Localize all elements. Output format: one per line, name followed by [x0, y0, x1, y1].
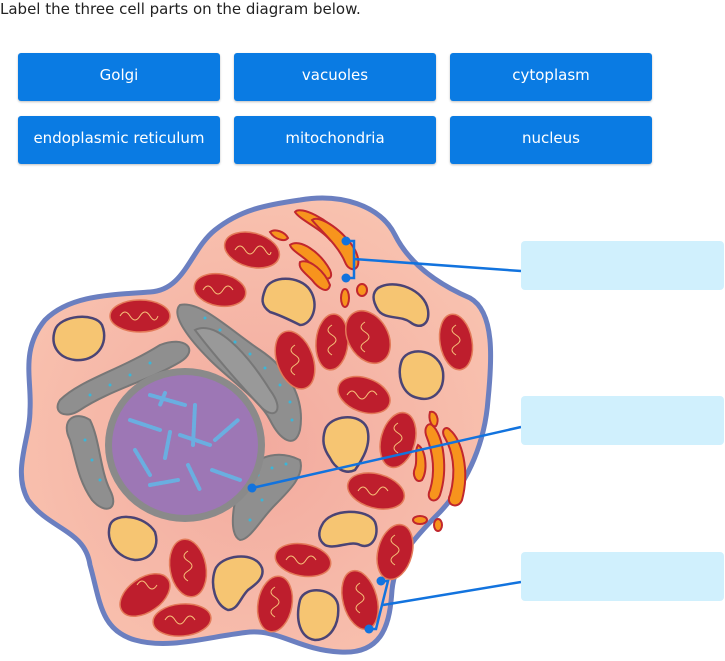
pointer-dots	[247, 236, 386, 634]
instructions: Label the three cell parts on the diagra…	[0, 0, 361, 18]
chromatin	[128, 391, 242, 492]
pointer-line-1	[353, 257, 522, 273]
word-vacuoles-button[interactable]: vacuoles	[234, 53, 436, 101]
word-mitochondria-button[interactable]: mitochondria	[234, 116, 436, 164]
word-nucleus-button[interactable]: nucleus	[450, 116, 652, 164]
drop-target-nucleus-area[interactable]	[521, 396, 724, 445]
pointer-line-2	[251, 425, 522, 490]
nucleus	[105, 368, 265, 522]
pointer-line-3	[382, 580, 522, 607]
word-golgi-button[interactable]: Golgi	[18, 53, 220, 101]
golgi-apparatus-upper	[268, 209, 368, 308]
vacuoles	[52, 277, 445, 642]
word-endoplasmic-reticulum-button[interactable]: endoplasmic reticulum	[18, 116, 220, 164]
word-cytoplasm-button[interactable]: cytoplasm	[450, 53, 652, 101]
drop-target-mitochondria-area[interactable]	[521, 552, 724, 601]
golgi-apparatus-lower	[412, 410, 467, 532]
drop-target-golgi-area[interactable]	[521, 241, 724, 290]
mitochondria	[109, 231, 474, 637]
mitochondria-cristae	[119, 245, 461, 625]
